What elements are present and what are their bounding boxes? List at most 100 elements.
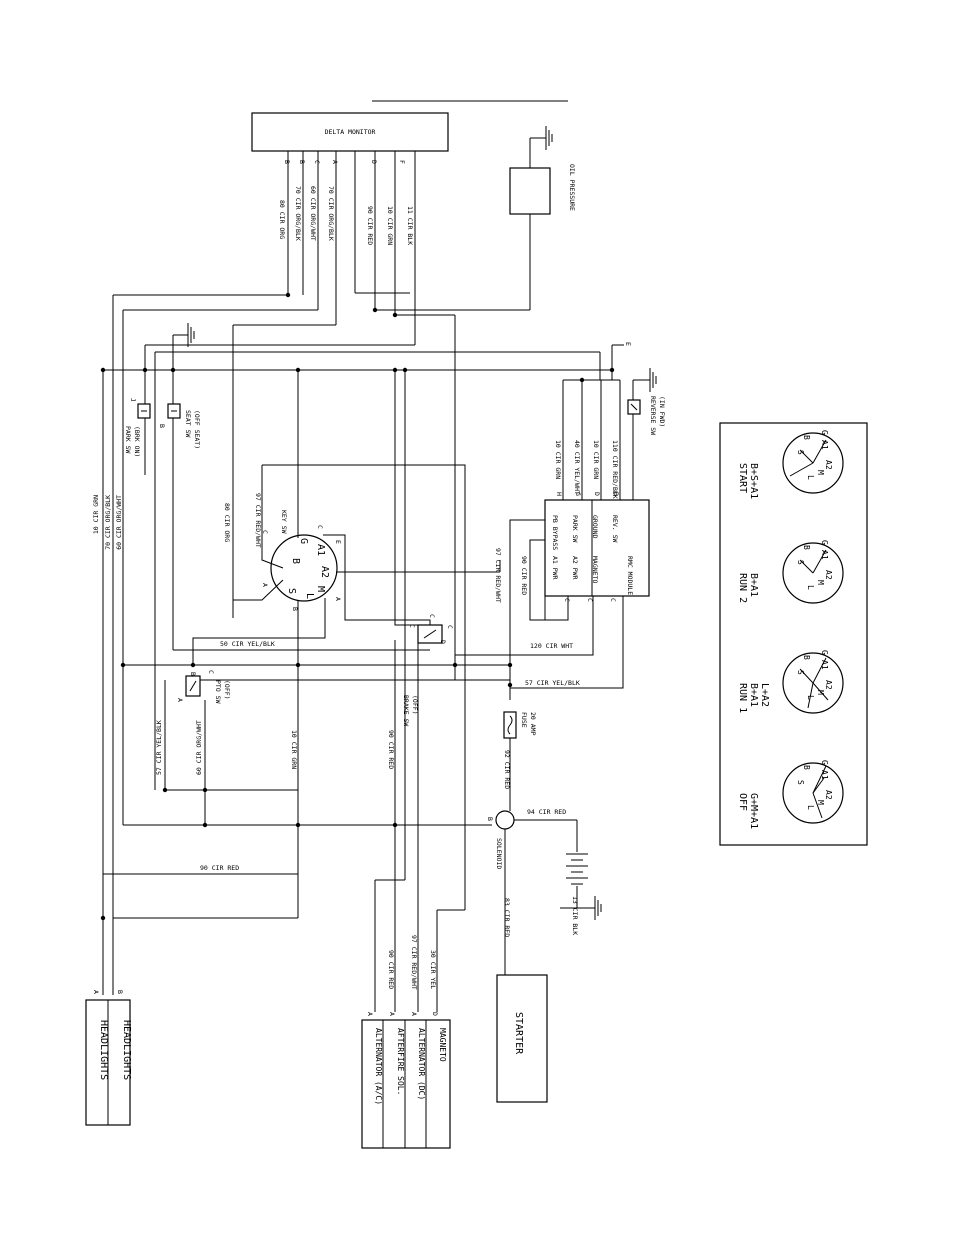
svg-text:HEADLIGHTS: HEADLIGHTS [98,1020,109,1080]
solenoid: B SOLENOID 92 CIR RED 94 CIR RED 83 CIR … [486,738,579,975]
svg-text:PTO SW: PTO SW [214,680,222,704]
rmc-module: PB BYPASS PARK SW GROUND REV. SW A1 PWR … [544,492,650,602]
wire-label: 70 CIR ORG/BLK [104,495,112,550]
svg-text:SOLENOID: SOLENOID [495,838,503,869]
svg-text:B: B [116,990,124,994]
monitor-pin: D [370,160,378,164]
delta-monitor: DELTA MONITOR B B C A D F [251,112,449,164]
svg-text:C: C [563,598,571,602]
svg-text:B: B [291,607,299,611]
monitor-leads [287,151,416,325]
key-switch-leads [192,370,500,900]
svg-text:KEY SW: KEY SW [280,510,288,534]
oil-pressure-sender: OIL PRESSURE [509,126,576,310]
wire-label: 70 CIR ORG/BLK [294,186,302,241]
svg-text:L: L [806,695,815,700]
rmc-leads [455,519,624,700]
wire-label: 60 CIR ORG/WHT [195,720,203,775]
svg-text:(BRK ON): (BRK ON) [133,426,141,457]
oil-pressure-label: OIL PRESSURE [568,164,576,211]
svg-text:C: C [207,670,215,674]
svg-text:A2: A2 [824,570,833,580]
monitor-pin: A [331,160,339,164]
svg-text:A1 PWR: A1 PWR [551,556,559,580]
svg-text:92 CIR RED: 92 CIR RED [503,750,511,789]
engine-connector: ALTERNATOR (A/C) AFTERFIRE SOL. ALTERNAT… [361,935,451,1149]
svg-text:FUSE: FUSE [520,712,528,728]
svg-text:M: M [816,470,825,475]
svg-text:ALTERNATOR (DC): ALTERNATOR (DC) [417,1028,426,1100]
svg-text:83 CIR RED: 83 CIR RED [503,898,511,937]
svg-text:B: B [802,765,811,770]
svg-text:B: B [189,672,197,676]
svg-text:A2: A2 [824,680,833,690]
svg-text:L+A2: L+A2 [759,683,770,707]
svg-text:A: A [92,990,100,994]
wire-label: 10 CIR GRN [290,730,298,769]
battery-icon [566,853,588,885]
svg-text:A1: A1 [820,550,829,560]
svg-text:PARK SW: PARK SW [124,426,132,453]
wire-label: 10 CIR GRN [92,495,100,534]
headlights: HEADLIGHTS HEADLIGHTS A B [85,930,132,1126]
svg-text:D: D [431,1012,439,1016]
wire-label: 57 CIR YEL/BLK [155,720,163,775]
svg-text:A1: A1 [820,770,829,780]
svg-text:M: M [315,586,326,592]
svg-text:A1: A1 [820,440,829,450]
svg-text:30 CIR YEL: 30 CIR YEL [429,950,437,989]
wire-label: 120 CIR WHT [530,642,573,650]
seat-switch: B SEAT SW (OFF SEAT) [158,403,201,449]
svg-text:B: B [612,492,620,496]
wire-label: 90 CIR RED [520,556,528,595]
svg-text:A: A [176,698,184,702]
wire-label: 10 CIR GRN [554,440,562,479]
svg-text:G: G [820,650,829,655]
svg-text:C: C [261,530,269,534]
wire-label: 80 CIR ORG [278,200,286,239]
svg-text:A2: A2 [319,566,330,578]
wire-label: 10 CIR GRN [386,206,394,245]
svg-text:A1: A1 [820,660,829,670]
wire-label: 60 CIR ORG/WHT [115,495,123,550]
svg-text:B: B [290,558,301,564]
wire-label: 57 CIR YEL/BLK [525,679,580,687]
pto-switch: A B C PTO SW (OFF) [176,670,231,704]
position-start: START B+S+A1 [737,432,844,499]
svg-text:RMC MODULE: RMC MODULE [626,556,634,595]
svg-text:G: G [574,492,582,496]
svg-text:PARK SW: PARK SW [571,515,579,542]
wire-label: 11 CIR BLK [406,206,414,245]
svg-text:L: L [806,475,815,480]
svg-text:C: C [609,598,617,602]
svg-text:J: J [129,398,137,402]
svg-text:A: A [410,1012,418,1016]
svg-text:REV. SW: REV. SW [611,515,619,542]
svg-text:S: S [796,670,805,675]
svg-text:ALTERNATOR (A/C): ALTERNATOR (A/C) [374,1028,383,1105]
wire-label: 40 CIR YEL/WHT [573,440,581,495]
position-run2: RUN 2 B+A1 [737,542,844,604]
rmc-ground-pin: E [624,342,632,346]
svg-text:(IN FWD): (IN FWD) [658,396,666,427]
brake-switch: C C D C BRAKE SW (OFF) [402,614,454,726]
svg-text:S: S [796,780,805,785]
svg-text:B: B [802,545,811,550]
delta-monitor-title: DELTA MONITOR [325,128,376,136]
monitor-pin: C [313,160,321,164]
svg-text:G+M+A1: G+M+A1 [748,793,759,829]
svg-text:94 CIR RED: 94 CIR RED [527,808,566,816]
reverse-switch: REVERSE SW (IN FWD) [627,396,666,435]
svg-text:A: A [388,1012,396,1016]
svg-text:HEADLIGHTS: HEADLIGHTS [121,1020,132,1080]
key-switch: S B G L M A2 A1 KEY SW A B A E C C 80 CI… [223,493,342,611]
svg-text:S: S [796,450,805,455]
svg-text:C: C [316,525,324,529]
svg-text:RUN 1: RUN 1 [737,683,748,713]
svg-text:D: D [439,640,447,644]
svg-text:OFF: OFF [737,793,748,811]
svg-text:A: A [261,583,269,587]
svg-text:C: C [408,624,416,628]
wire-label: 10 CIR GRN [592,440,600,479]
wire-label: 90 CIR RED [200,864,239,872]
